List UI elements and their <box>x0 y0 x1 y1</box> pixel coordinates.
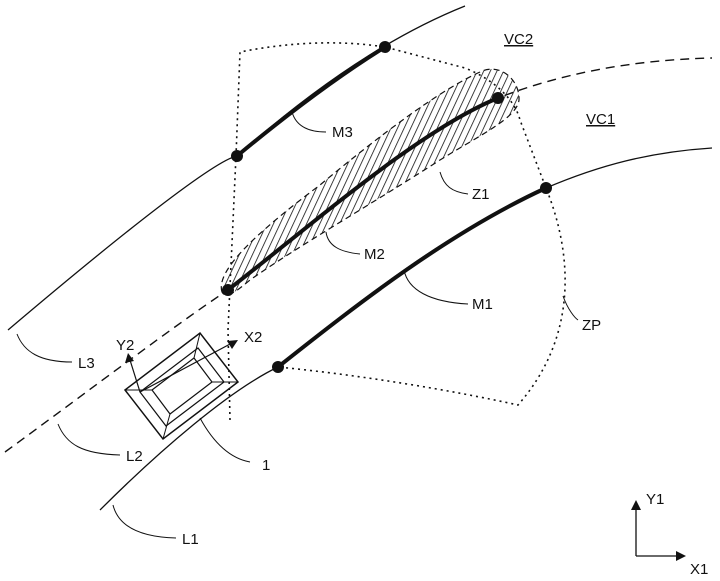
leader-m3 <box>291 111 327 133</box>
dot-m2-start <box>222 284 234 296</box>
leader-1 <box>199 417 251 463</box>
label-l3: L3 <box>78 355 95 372</box>
leader-l1 <box>112 504 177 539</box>
perception-zone-zp <box>227 42 566 421</box>
dot-m3-start <box>231 150 243 162</box>
segment-m3 <box>235 45 387 158</box>
leader-m2 <box>325 231 361 255</box>
leader-l2 <box>57 423 121 456</box>
leader-z1 <box>439 171 469 195</box>
label-l1: L1 <box>182 531 199 548</box>
dot-m3-end <box>379 41 391 53</box>
label-x1: X1 <box>690 561 708 578</box>
label-vc1: VC1 <box>586 111 615 128</box>
dot-m1-end <box>540 182 552 194</box>
leader-l3 <box>16 333 73 363</box>
label-m2: M2 <box>364 246 385 263</box>
label-zp: ZP <box>582 317 601 334</box>
dot-m2-end <box>492 92 504 104</box>
dot-m1-start <box>272 361 284 373</box>
label-x2: X2 <box>244 329 262 346</box>
label-y1: Y1 <box>646 491 664 508</box>
label-y2: Y2 <box>116 337 134 354</box>
label-1: 1 <box>262 457 270 474</box>
segment-m1 <box>276 186 547 369</box>
vehicle-1 <box>123 331 240 441</box>
vehicle-axes <box>125 340 238 393</box>
label-vc2: VC2 <box>504 31 533 48</box>
label-m3: M3 <box>332 124 353 141</box>
leader-m1 <box>403 269 469 305</box>
label-m1: M1 <box>472 296 493 313</box>
segment-m2 <box>226 96 499 292</box>
leader-zp <box>562 295 579 321</box>
label-z1: Z1 <box>472 186 490 203</box>
label-l2: L2 <box>126 448 143 465</box>
lane-line-l1 <box>99 147 713 511</box>
global-axes <box>631 500 686 561</box>
